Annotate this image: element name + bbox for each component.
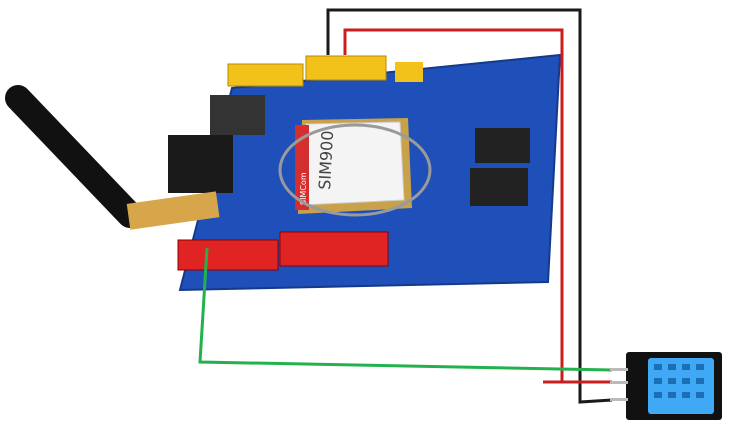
antenna	[5, 85, 143, 228]
antenna-cable	[278, 123, 432, 217]
red-header-left	[177, 239, 279, 271]
regulator	[210, 95, 265, 135]
power-jack	[168, 135, 233, 193]
sim900-module: SIMCom SIM900	[295, 118, 412, 214]
yellow-header-left	[227, 63, 304, 87]
simcom-brand-label: SIMCom	[299, 172, 308, 205]
dht11-sensor	[610, 352, 722, 420]
black-wire	[326, 8, 613, 404]
red-wire	[343, 28, 612, 384]
sim900-label: SIM900	[315, 130, 337, 190]
audio-jack-1	[475, 128, 530, 163]
green-wire	[198, 247, 613, 372]
antenna-connector	[126, 191, 220, 230]
audio-jack-2	[470, 168, 528, 206]
yellow-header-right	[305, 55, 387, 81]
red-header-right	[279, 231, 389, 267]
jumper	[395, 62, 423, 82]
